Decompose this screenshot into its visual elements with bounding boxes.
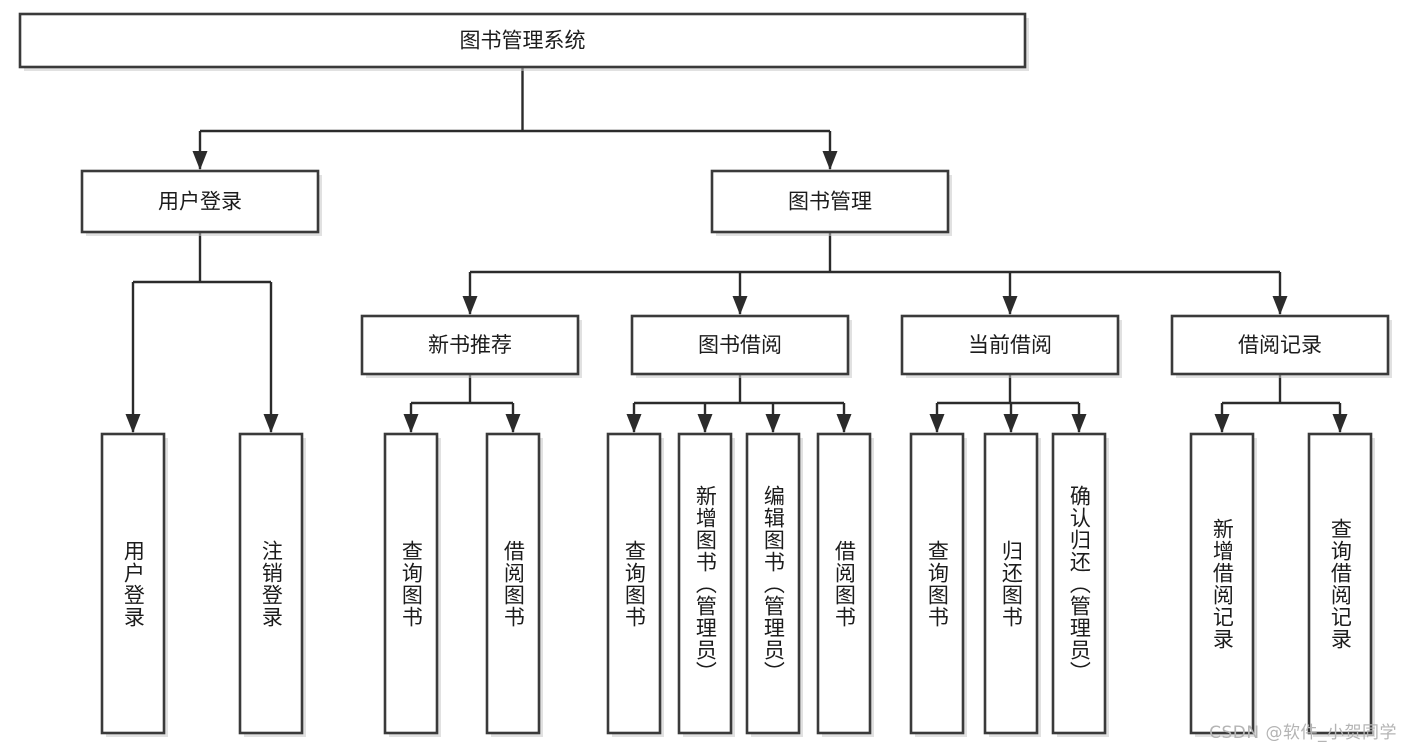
arrow-to-current-borrow bbox=[1002, 296, 1018, 315]
arrow-to-leaf-confirm-return bbox=[1071, 414, 1087, 433]
node-leaf-confirm-return[interactable] bbox=[1051, 432, 1107, 735]
arrow-to-leaf-add-record bbox=[1214, 414, 1230, 433]
arrow-to-leaf-user-login bbox=[125, 414, 141, 433]
node-current-borrow[interactable] bbox=[900, 314, 1120, 376]
node-root-label: 图书管理系统 bbox=[460, 29, 586, 53]
arrow-to-leaf-query-book-3 bbox=[929, 414, 945, 433]
arrow-to-book-borrow bbox=[732, 296, 748, 315]
node-leaf-edit-book[interactable] bbox=[745, 432, 801, 735]
node-boxes bbox=[18, 12, 1392, 737]
node-user-login[interactable] bbox=[80, 169, 320, 234]
arrow-to-leaf-add-book bbox=[697, 414, 713, 433]
node-leaf-add-book[interactable] bbox=[677, 432, 733, 735]
watermark-text: CSDN @软件_小贺同学 bbox=[1209, 723, 1397, 743]
arrow-to-leaf-edit-book bbox=[765, 414, 781, 433]
node-leaf-query-book-3[interactable] bbox=[909, 432, 965, 735]
arrow-to-borrow-record bbox=[1272, 296, 1288, 315]
node-book-borrow-label: 图书借阅 bbox=[698, 333, 782, 357]
arrow-to-leaf-borrow-book-1 bbox=[505, 414, 521, 433]
node-root[interactable] bbox=[18, 12, 1027, 69]
arrow-to-user-login bbox=[192, 151, 208, 170]
node-leaf-return-book[interactable] bbox=[983, 432, 1039, 735]
arrow-to-book-manage bbox=[822, 151, 838, 170]
node-borrow-record-label: 借阅记录 bbox=[1238, 333, 1322, 357]
node-borrow-record[interactable] bbox=[1170, 314, 1390, 376]
node-new-book-rec-label: 新书推荐 bbox=[428, 333, 512, 357]
node-leaf-query-book-2[interactable] bbox=[606, 432, 662, 735]
node-leaf-query-record[interactable] bbox=[1307, 432, 1373, 735]
node-leaf-borrow-book-1[interactable] bbox=[485, 432, 541, 735]
node-leaf-borrow-book-2[interactable] bbox=[816, 432, 872, 735]
node-book-borrow[interactable] bbox=[630, 314, 850, 376]
node-book-manage-label: 图书管理 bbox=[788, 190, 872, 214]
arrow-to-leaf-query-record bbox=[1332, 414, 1348, 433]
node-new-book-rec[interactable] bbox=[360, 314, 580, 376]
node-book-manage[interactable] bbox=[710, 169, 950, 234]
arrow-to-leaf-return-book bbox=[1003, 414, 1019, 433]
node-leaf-query-book-1[interactable] bbox=[383, 432, 439, 735]
arrow-to-leaf-query-book-1 bbox=[403, 414, 419, 433]
node-leaf-user-logout[interactable] bbox=[238, 432, 304, 735]
connector-lines bbox=[125, 67, 1348, 433]
arrow-to-leaf-user-logout bbox=[263, 414, 279, 433]
node-user-login-label: 用户登录 bbox=[158, 190, 242, 214]
node-leaf-add-record[interactable] bbox=[1189, 432, 1255, 735]
arrow-to-new-book-rec bbox=[462, 296, 478, 315]
node-current-borrow-label: 当前借阅 bbox=[968, 333, 1052, 357]
arrow-to-leaf-borrow-book-2 bbox=[836, 414, 852, 433]
node-leaf-user-login[interactable] bbox=[100, 432, 166, 735]
arrow-to-leaf-query-book-2 bbox=[626, 414, 642, 433]
